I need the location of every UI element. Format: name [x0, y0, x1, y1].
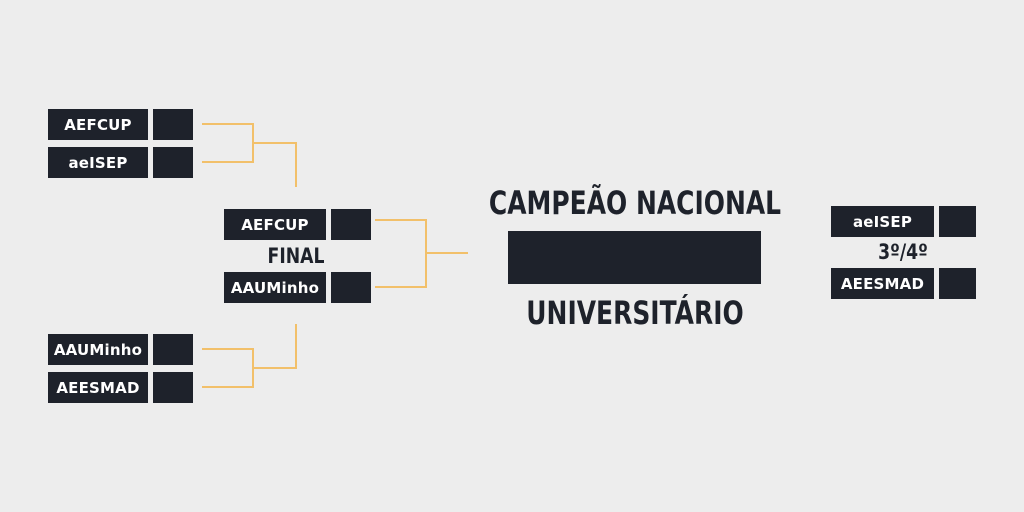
semi1-team-b: aeISEP [48, 147, 148, 178]
third-team-b-score [939, 268, 976, 299]
final-team-a: AEFCUP [224, 209, 326, 240]
final-team-b-score [331, 272, 371, 303]
semi2-team-a: AAUMinho [48, 334, 148, 365]
final-team-a-score [331, 209, 371, 240]
connector-semi2 [202, 348, 254, 388]
connector-semi1 [202, 123, 254, 163]
semi2-team-a-score [153, 334, 193, 365]
champion-winner-box [508, 231, 761, 284]
champion-title-line2: UNIVERSITÁRIO [526, 294, 744, 332]
champion-title-line1: CAMPEÃO NACIONAL [488, 184, 782, 222]
third-place-label: 3º/4º [878, 240, 928, 264]
semi1-team-a: AEFCUP [48, 109, 148, 140]
semi2-team-b: AEESMAD [48, 372, 148, 403]
final-label: FINAL [267, 244, 325, 268]
third-team-b: AEESMAD [831, 268, 934, 299]
semi2-team-b-score [153, 372, 193, 403]
final-team-b: AAUMinho [224, 272, 326, 303]
third-team-a-score [939, 206, 976, 237]
semi1-team-b-score [153, 147, 193, 178]
connector-final [375, 219, 427, 288]
third-team-a: aeISEP [831, 206, 934, 237]
connector-semi2-out [253, 324, 297, 369]
semi1-team-a-score [153, 109, 193, 140]
connector-semi1-out [253, 142, 297, 187]
